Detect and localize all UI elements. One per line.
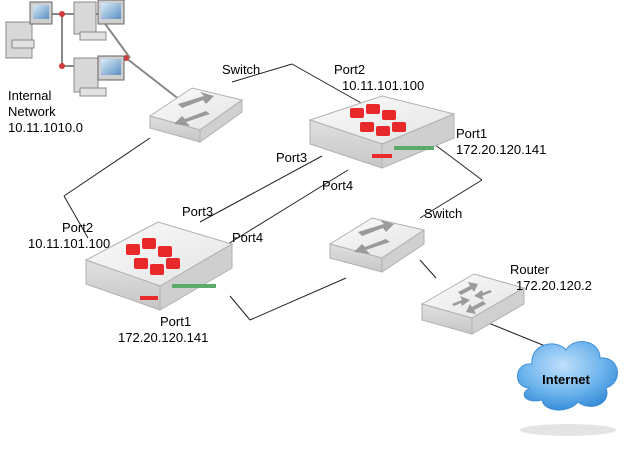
workstation-icon [5, 1, 53, 59]
workstation-icon [73, 0, 125, 41]
fw-bottom-port2-ip: 10.11.101.100 [28, 236, 111, 251]
fw-top-port2-ip: 10.11.101.100 [342, 78, 425, 93]
fw-top-port1-label: Port1 [456, 126, 488, 141]
internal-network-label-line1: Internal [8, 88, 52, 103]
router-icon [420, 273, 526, 335]
internal-network-subnet: 10.11.1010.0 [8, 120, 83, 135]
switch-bottom-label: Switch [424, 206, 463, 221]
cloud-icon [517, 341, 618, 436]
fw-bottom-port4-label: Port4 [232, 230, 264, 245]
fw-bottom-port1-ip: 172.20.120.141 [118, 330, 209, 345]
switch-icon [148, 87, 244, 143]
switch-top-label: Switch [222, 62, 261, 77]
fw-top-port4-label: Port4 [322, 178, 354, 193]
fw-bottom-port3-label: Port3 [182, 204, 214, 219]
fw-top-port3-label: Port3 [276, 150, 308, 165]
internal-network-label-line2: Network [8, 104, 56, 119]
fw-top-port2-label: Port2 [334, 62, 366, 77]
fw-bottom-port1-label: Port1 [160, 314, 192, 329]
switch-icon [328, 217, 426, 273]
router-label: Router [510, 262, 550, 277]
fw-top-port1-ip: 172.20.120.141 [456, 142, 547, 157]
internet-label: Internet [542, 372, 590, 387]
firewall-icon [308, 95, 456, 169]
router-ip: 172.20.120.2 [516, 278, 592, 293]
firewall-icon [84, 221, 234, 311]
workstation-icon [73, 55, 125, 97]
fw-bottom-port2-label: Port2 [62, 220, 94, 235]
